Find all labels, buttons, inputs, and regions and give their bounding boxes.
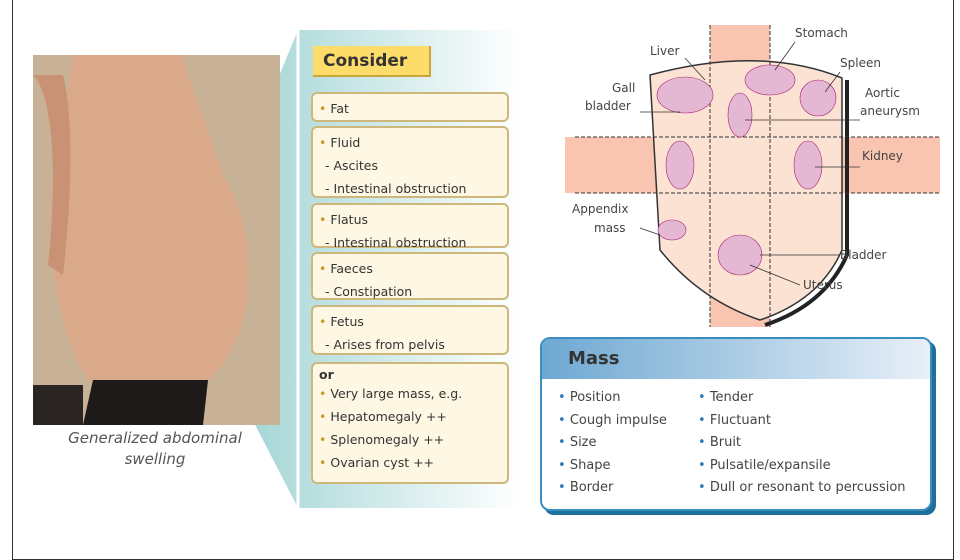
- abdominal-swelling-photo: [33, 55, 280, 425]
- mass-feature: Border: [558, 477, 667, 500]
- abdomen-diagram: Liver Stomach Spleen Gall bladder Aortic…: [565, 25, 940, 327]
- cause-fetus: Fetus - Arises from pelvis: [311, 305, 509, 355]
- label-gall: Gall: [612, 81, 635, 95]
- cause-sub: - Intestinal obstruction: [325, 181, 467, 196]
- label-appendix-mass: mass: [594, 221, 626, 235]
- consider-title: Consider: [313, 46, 431, 77]
- mass-feature: Shape: [558, 455, 667, 478]
- cause-label: Very large mass, e.g.: [319, 382, 507, 405]
- mass-feature: Cough impulse: [558, 410, 667, 433]
- cause-fluid: Fluid - Ascites - Intestinal obstruction: [311, 126, 509, 198]
- mass-feature: Position: [558, 387, 667, 410]
- mass-feature: Fluctuant: [698, 410, 906, 433]
- mass-feature: Bruit: [698, 432, 906, 455]
- cause-sub: - Arises from pelvis: [325, 337, 445, 352]
- label-spleen: Spleen: [840, 56, 881, 70]
- label-bladder: Bladder: [840, 248, 887, 262]
- cause-sub: - Constipation: [325, 284, 413, 299]
- cause-label: Ovarian cyst ++: [319, 451, 507, 474]
- label-kidney: Kidney: [862, 149, 903, 163]
- mass-feature: Size: [558, 432, 667, 455]
- mass-feature: Tender: [698, 387, 906, 410]
- cause-label: Hepatomegaly ++: [319, 405, 507, 428]
- cause-flatus: Flatus - Intestinal obstruction: [311, 203, 509, 250]
- label-uterus: Uterus: [803, 278, 843, 292]
- mass-features-left: Position Cough impulse Size Shape Border: [558, 387, 667, 500]
- cause-label: Fluid: [319, 131, 507, 154]
- mass-title: Mass: [542, 339, 930, 379]
- mass-feature: Dull or resonant to percussion: [698, 477, 906, 500]
- cause-sub: - Ascites: [325, 158, 378, 173]
- label-aneurysm: aneurysm: [860, 104, 920, 118]
- cause-label: Faeces: [319, 257, 507, 280]
- cause-label: Splenomegaly ++: [319, 428, 507, 451]
- cause-label: Fat: [319, 97, 507, 120]
- label-liver: Liver: [650, 44, 680, 58]
- label-gall-bladder: bladder: [585, 99, 631, 113]
- mass-box: Mass Position Cough impulse Size Shape B…: [540, 337, 932, 511]
- cause-label: Flatus: [319, 208, 507, 231]
- mass-features-right: Tender Fluctuant Bruit Pulsatile/expansi…: [698, 387, 906, 500]
- cause-large-mass: or Very large mass, e.g. Hepatomegaly ++…: [311, 362, 509, 484]
- cause-fat: Fat: [311, 92, 509, 122]
- label-appendix: Appendix: [572, 202, 628, 216]
- label-stomach: Stomach: [795, 26, 848, 40]
- cause-sub: - Intestinal obstruction: [325, 235, 467, 250]
- cause-faeces: Faeces - Constipation: [311, 252, 509, 300]
- cause-label: Fetus: [319, 310, 507, 333]
- label-aortic: Aortic: [865, 86, 900, 100]
- mass-feature: Pulsatile/expansile: [698, 455, 906, 478]
- photo-caption: Generalized abdominal swelling: [68, 429, 242, 468]
- or-label: or: [319, 367, 334, 382]
